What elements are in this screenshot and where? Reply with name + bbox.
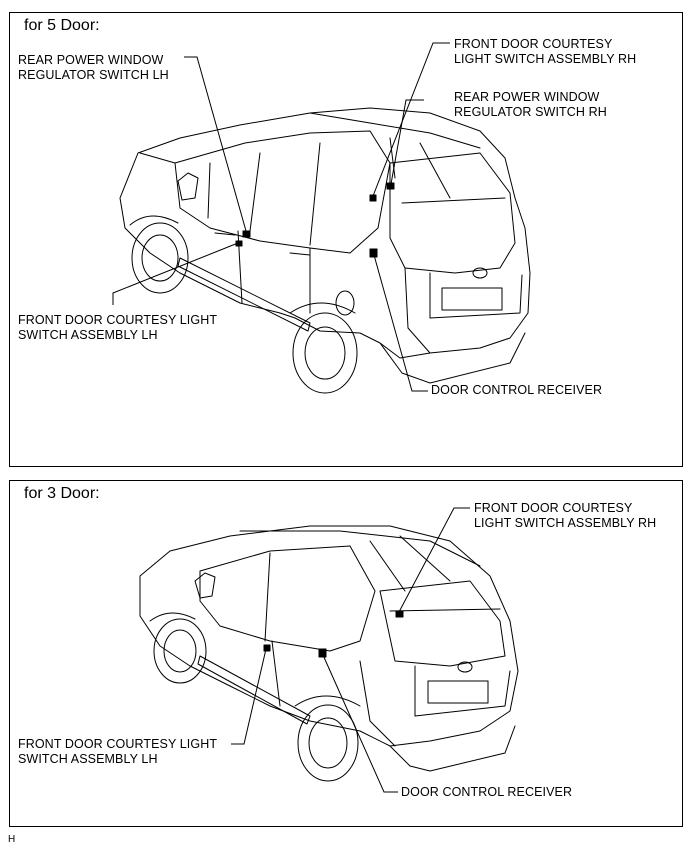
panel-title: for 5 Door:	[24, 17, 100, 34]
five-door-vehicle-illustration	[112, 42, 531, 394]
panel-title: for 3 Door:	[24, 485, 100, 502]
label-door-control-receiver: DOOR CONTROL RECEIVER	[431, 383, 603, 397]
five-door-panel: for 5 Door:	[9, 12, 683, 467]
footer-mark: H	[8, 834, 16, 845]
label-front-courtesy-switch-rh: FRONT DOOR COURTESY LIGHT SWITCH ASSEMBL…	[454, 37, 637, 66]
label-front-courtesy-switch-rh: FRONT DOOR COURTESY LIGHT SWITCH ASSEMBL…	[474, 501, 657, 530]
label-rear-power-window-switch-rh: REAR POWER WINDOW REGULATOR SWITCH RH	[454, 90, 607, 119]
label-front-courtesy-switch-lh: FRONT DOOR COURTESY LIGHT SWITCH ASSEMBL…	[18, 313, 218, 342]
three-door-panel: for 3 Door:	[9, 480, 683, 827]
label-rear-power-window-switch-lh: REAR POWER WINDOW REGULATOR SWITCH LH	[18, 53, 169, 82]
three-door-vehicle-illustration	[139, 507, 519, 793]
label-front-courtesy-switch-lh: FRONT DOOR COURTESY LIGHT SWITCH ASSEMBL…	[18, 737, 218, 766]
label-door-control-receiver: DOOR CONTROL RECEIVER	[401, 785, 573, 799]
